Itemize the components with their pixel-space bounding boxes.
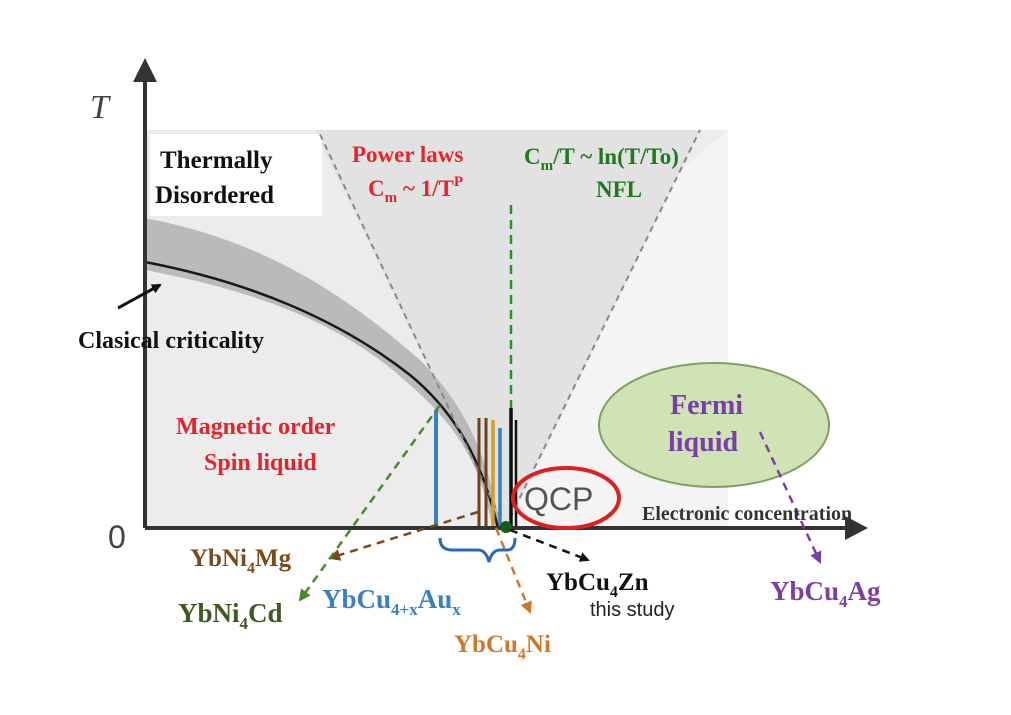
label-ybcu4zn: YbCu4Zn <box>546 569 649 601</box>
thermal-label-line1: Thermally <box>160 147 273 174</box>
y-axis-arrow-icon <box>133 58 157 82</box>
phase-boundary-line <box>144 260 500 529</box>
nfl-formula: Cm/T ~ ln(T/To) <box>524 144 679 174</box>
spin-liquid-label: Spin liquid <box>204 450 317 476</box>
arrow-ybni4mg <box>328 510 479 561</box>
nfl-label: NFL <box>596 177 642 202</box>
fermi-label-line2: liquid <box>668 427 738 458</box>
quantum-critical-fan <box>315 130 700 528</box>
label-ybcu4ag: YbCu4Ag <box>770 576 881 611</box>
thermal-box <box>150 134 322 216</box>
arrow-ybcu4ni <box>494 527 532 614</box>
ybcu4au-brace <box>438 537 517 563</box>
origin-label: 0 <box>108 519 126 555</box>
label-ybcu4ni: YbCu4Ni <box>454 631 551 663</box>
classical-pointer <box>117 283 162 310</box>
fermi-liquid-region <box>598 362 830 488</box>
critical-band <box>145 218 500 528</box>
arrow-ybcu4ag <box>758 431 822 564</box>
qcp-circle <box>511 466 621 530</box>
label-ybcu4au: YbCu4+xAux <box>322 584 461 619</box>
label-this-study: this study <box>590 599 674 621</box>
fermi-label-line1: Fermi <box>670 390 743 421</box>
qcp-dot <box>500 521 512 533</box>
cone-right-line <box>504 129 701 529</box>
cone-left-line <box>317 129 506 529</box>
qcp-label: QCP <box>524 481 593 517</box>
power-laws-formula: Cm ~ 1/TP <box>368 174 463 206</box>
y-axis-label: T <box>90 89 111 126</box>
thermal-label-line2: Disordered <box>155 182 274 209</box>
magnetic-order-label: Magnetic order <box>176 414 336 440</box>
label-ybni4mg: YbNi4Mg <box>190 545 292 577</box>
classical-criticality-label: Clasical criticality <box>78 328 264 354</box>
label-ybni4cd: YbNi4Cd <box>178 598 283 633</box>
x-axis-label: Electronic concentration <box>642 503 852 525</box>
arrow-ybcu4zn <box>509 528 590 562</box>
x-axis-arrow-icon <box>845 516 868 540</box>
arrow-ybni4cd <box>298 404 442 602</box>
power-laws-title: Power laws <box>352 142 463 167</box>
